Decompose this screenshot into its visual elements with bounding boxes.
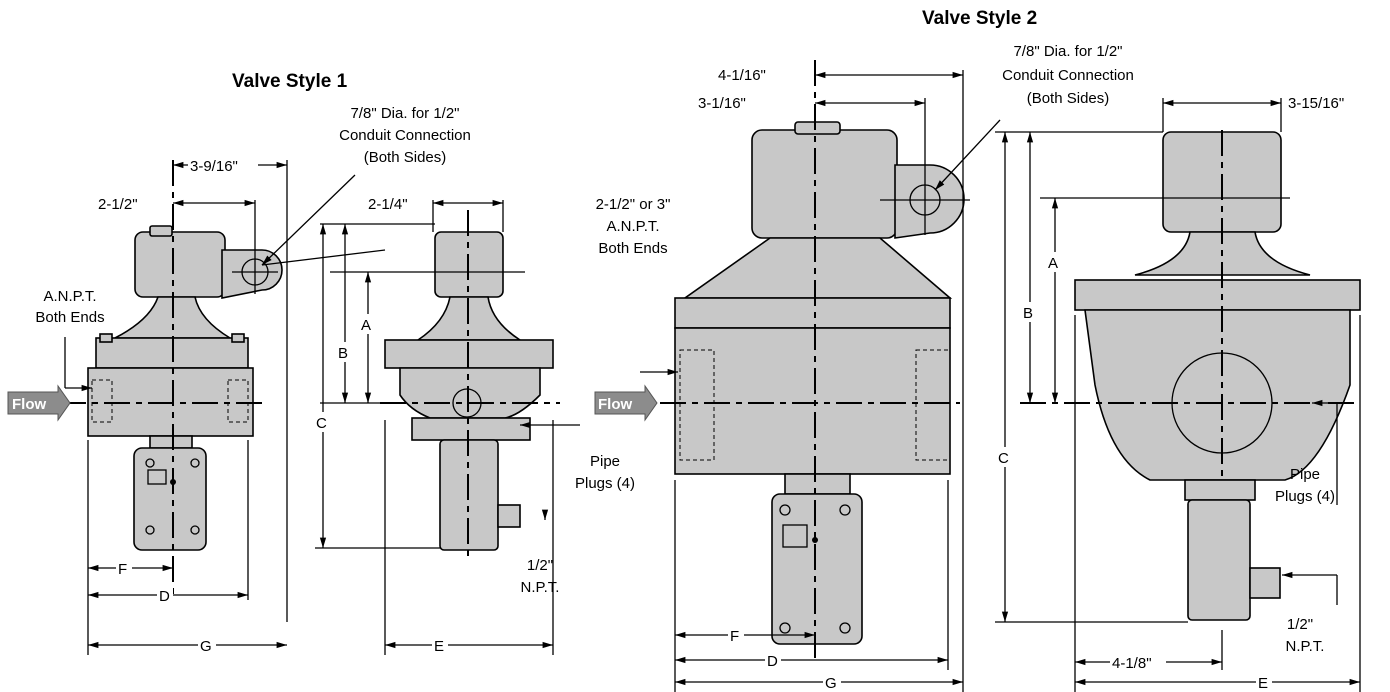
style1-dim-3-9-16: 3-9/16" bbox=[190, 158, 238, 175]
style1-conduit-line3: (Both Sides) bbox=[364, 149, 447, 166]
style1-dim-2-1-2: 2-1/2" bbox=[98, 196, 138, 213]
style1-dim-C: C bbox=[316, 415, 327, 432]
style2-conduit-line1: 7/8" Dia. for 1/2" bbox=[1013, 43, 1122, 60]
style1-dim-G: G bbox=[200, 638, 212, 655]
style2-dim-B: B bbox=[1023, 305, 1033, 322]
style1-title: Valve Style 1 bbox=[232, 71, 348, 92]
style1-npt-line2: N.P.T. bbox=[521, 579, 560, 596]
style1-dim-E: E bbox=[434, 638, 444, 655]
style1-pipe-plugs-line2: Plugs (4) bbox=[575, 475, 635, 492]
style2-title: Valve Style 2 bbox=[922, 8, 1037, 29]
style2-dim-E: E bbox=[1258, 675, 1268, 692]
style1-flow-arrow: Flow bbox=[7, 384, 71, 422]
style2-anpt-line3: Both Ends bbox=[598, 240, 667, 257]
style1-pipe-plugs-line1: Pipe bbox=[590, 453, 620, 470]
style2-conduit-line3: (Both Sides) bbox=[1027, 90, 1110, 107]
style1-conduit-line1: 7/8" Dia. for 1/2" bbox=[350, 105, 459, 122]
style1-dim-B: B bbox=[338, 345, 348, 362]
style1-front-view bbox=[60, 160, 283, 600]
style2-dim-F: F bbox=[730, 628, 739, 645]
style2-npt-line2: N.P.T. bbox=[1286, 638, 1325, 655]
style2-dimensions bbox=[640, 70, 1361, 692]
style2-flow-arrow: Flow bbox=[594, 384, 658, 422]
style1-dimensions bbox=[64, 160, 580, 655]
style2-anpt-line2: A.N.P.T. bbox=[606, 218, 659, 235]
style1-side-view bbox=[380, 210, 560, 560]
style2-dim-C: C bbox=[998, 450, 1009, 467]
style1-dim-F: F bbox=[118, 561, 127, 578]
style2-dim-D: D bbox=[767, 653, 778, 670]
style1-npt-line1: 1/2" bbox=[527, 557, 553, 574]
style2-side-view bbox=[1020, 130, 1361, 621]
style1-dim-2-1-4: 2-1/4" bbox=[368, 196, 408, 213]
style2-front-view bbox=[660, 60, 970, 660]
style2-dim-4-1-8: 4-1/8" bbox=[1112, 655, 1152, 672]
style1-conduit-line2: Conduit Connection bbox=[339, 127, 471, 144]
style1-anpt-line2: Both Ends bbox=[35, 309, 104, 326]
style2-anpt-line1: 2-1/2" or 3" bbox=[596, 196, 671, 213]
style2-dim-A: A bbox=[1048, 255, 1058, 272]
style1-flow-label: Flow bbox=[12, 396, 46, 413]
style2-dim-3-15-16: 3-15/16" bbox=[1288, 95, 1344, 112]
style2-dim-3-1-16: 3-1/16" bbox=[698, 95, 746, 112]
style1-anpt-line1: A.N.P.T. bbox=[43, 288, 96, 305]
style2-dim-4-1-16: 4-1/16" bbox=[718, 67, 766, 84]
style2-npt-line1: 1/2" bbox=[1287, 616, 1313, 633]
style2-flow-label: Flow bbox=[598, 396, 632, 413]
style1-dim-D: D bbox=[159, 588, 170, 605]
style2-pipe-plugs-line2: Plugs (4) bbox=[1275, 488, 1335, 505]
style2-conduit-line2: Conduit Connection bbox=[1002, 67, 1134, 84]
style1-dim-A: A bbox=[361, 317, 371, 334]
style2-pipe-plugs-line1: Pipe bbox=[1290, 466, 1320, 483]
style2-dim-G: G bbox=[825, 675, 837, 692]
